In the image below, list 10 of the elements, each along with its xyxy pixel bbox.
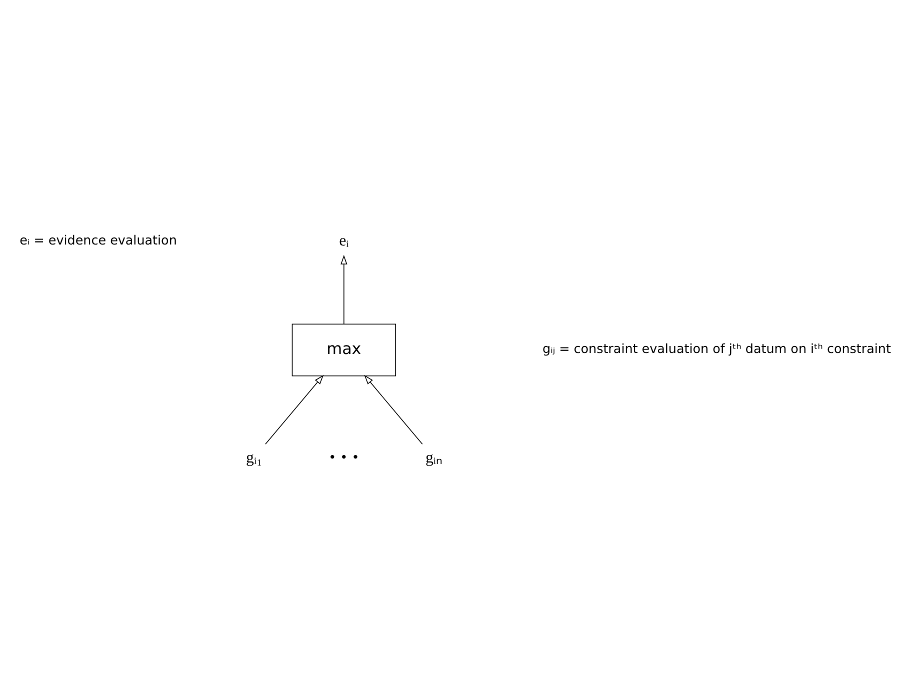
arrow <box>265 374 324 444</box>
node-text: eᵢ <box>339 232 349 249</box>
label: • • • <box>328 449 360 464</box>
label: eᵢ = evidence evaluation <box>20 232 177 248</box>
arrow <box>340 254 348 324</box>
node-text: gᵢₙ <box>425 448 442 466</box>
node-text: gᵢ₁ <box>246 448 262 466</box>
arrow <box>364 374 423 444</box>
node-box: max <box>292 323 396 376</box>
label: gᵢⱼ = constraint evaluation of jᵗʰ datum on iᵗʰ constraint <box>542 340 891 356</box>
